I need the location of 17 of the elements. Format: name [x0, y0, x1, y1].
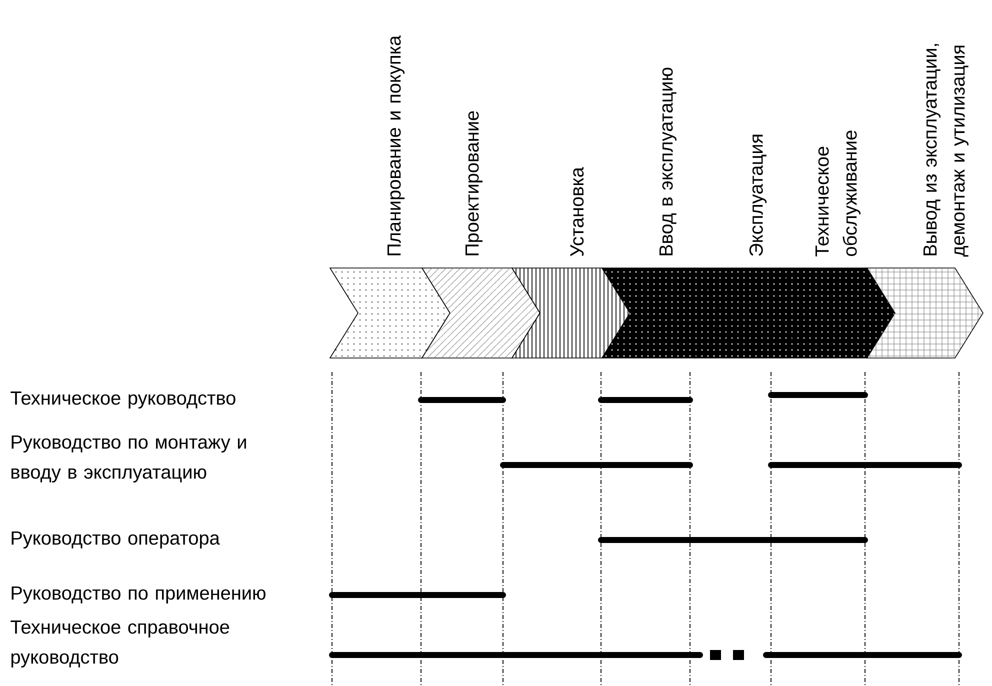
document-label: Техническое справочное руководство	[10, 620, 230, 668]
document-label: Техническое руководство	[10, 392, 236, 408]
phase-label: Ввод в эксплуатацию	[660, 68, 676, 256]
phase-block	[694, 268, 808, 358]
phase-label: Планирование и покупка	[388, 35, 404, 256]
document-label: Руководство оператора	[12, 532, 220, 548]
phase-label: Эксплуатация	[749, 134, 767, 256]
phase-label: Вывод из эксплуатации, демонтаж и утилизация	[924, 44, 968, 257]
phase-block	[601, 268, 724, 358]
document-label: Руководство по монтажу и вводу в эксплуатацию	[12, 436, 246, 482]
phase-block	[866, 268, 984, 358]
phase-block	[329, 268, 450, 358]
phase-label: Установка	[570, 167, 584, 256]
phase-block	[779, 268, 896, 358]
phase-label: Техническое обслуживание	[816, 130, 860, 256]
phase-label: Проектирование	[466, 111, 482, 256]
document-label: Руководство по применению	[12, 586, 266, 604]
